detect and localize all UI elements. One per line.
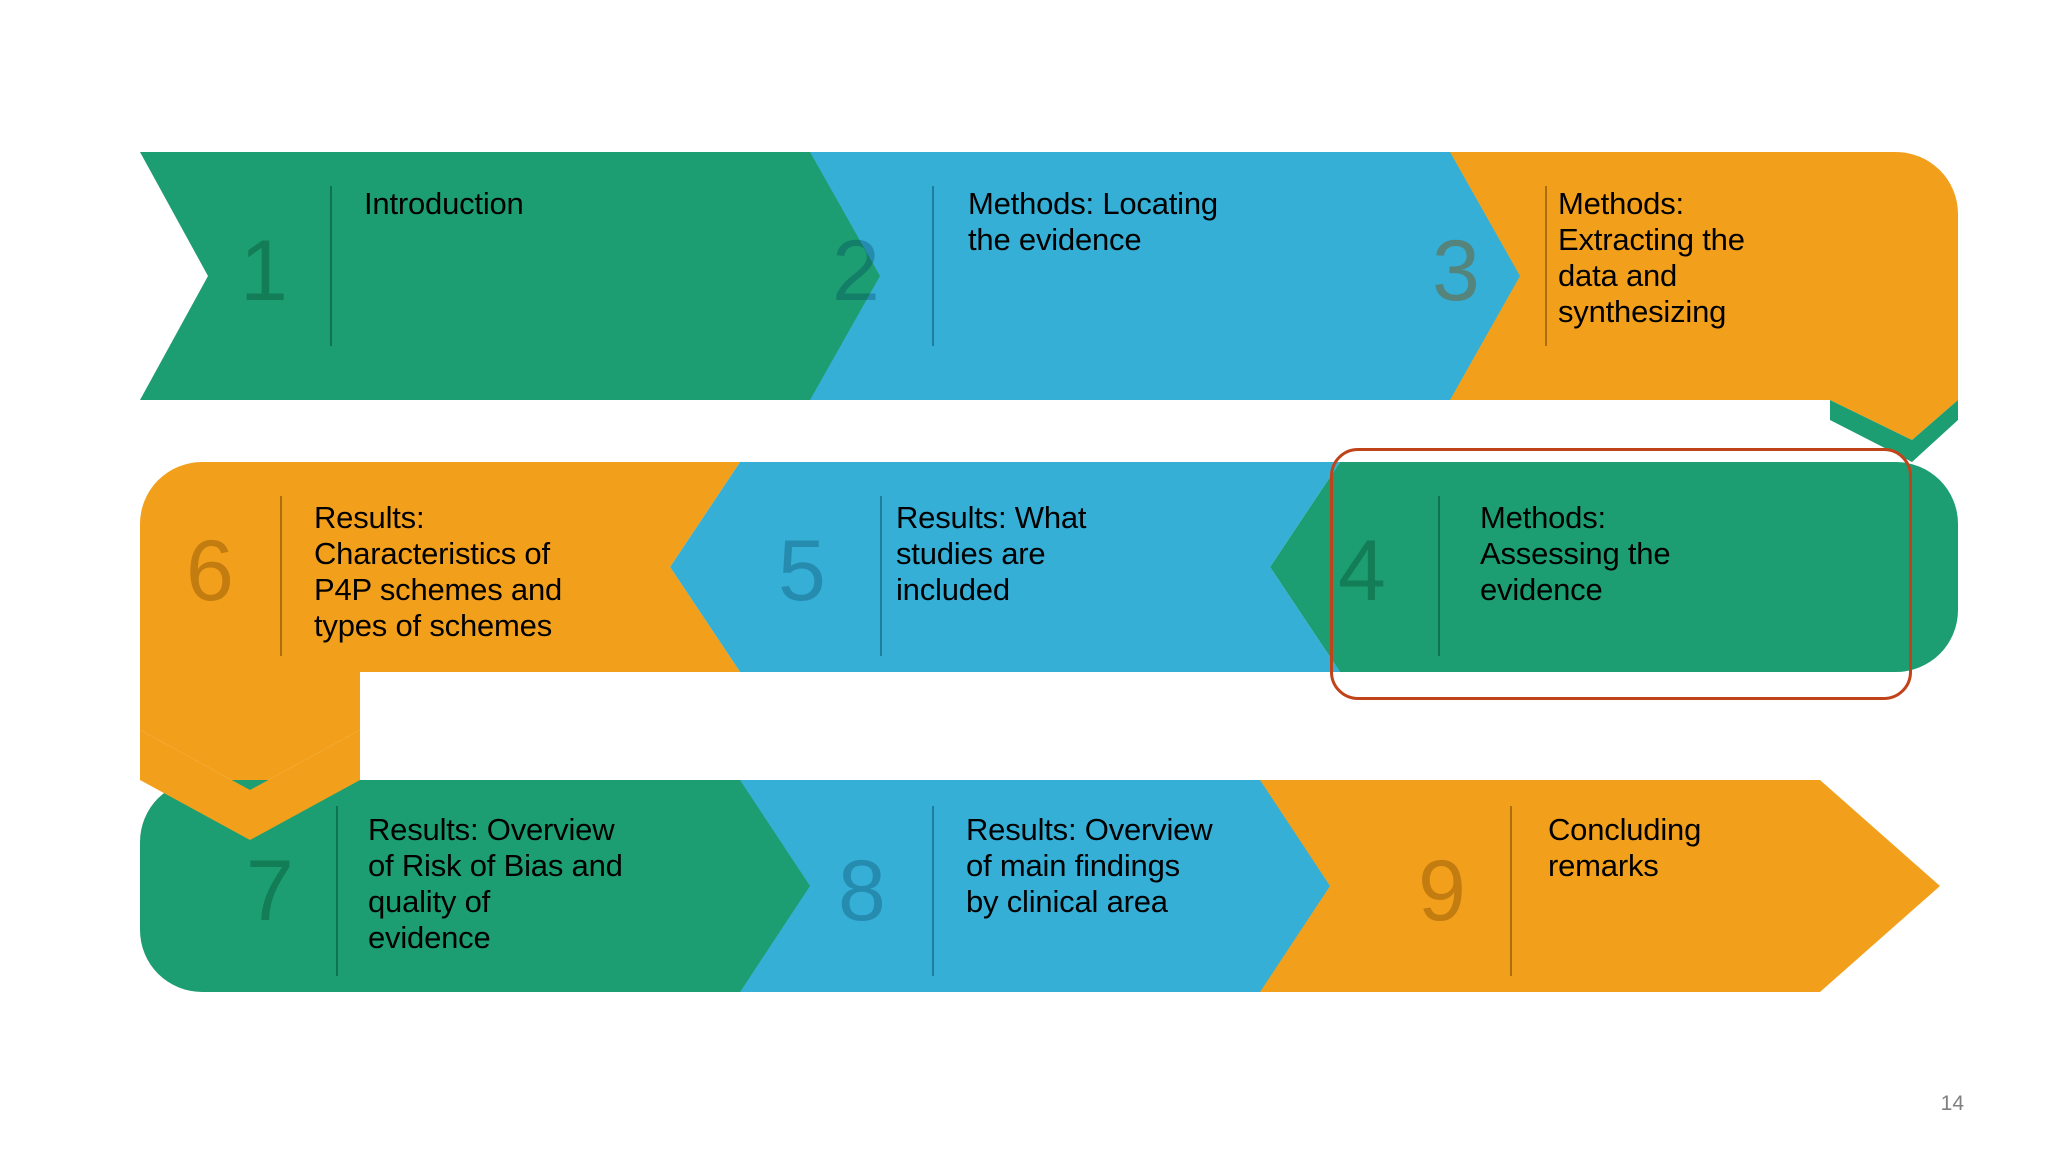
divider-step-8 [932, 806, 934, 976]
chevron-step-8[interactable] [740, 780, 1400, 992]
chevron-step-2[interactable] [740, 152, 1520, 400]
row1-row2-connector-green [1830, 400, 1958, 462]
step-number-7: 7 [246, 843, 294, 939]
divider-step-9 [1510, 806, 1512, 976]
step-label-7: Results: Overview of Risk of Bias and qu… [368, 812, 623, 955]
chevron-step-1[interactable] [140, 152, 880, 400]
step-label-4: Methods: Assessing the evidence [1480, 500, 1671, 607]
divider-step-1 [330, 186, 332, 346]
divider-step-7 [336, 806, 338, 976]
step-number-5: 5 [778, 523, 826, 619]
step-number-8: 8 [838, 843, 886, 939]
step-label-3: Methods: Extracting the data and synthes… [1558, 186, 1745, 329]
chevron-step-6[interactable] [140, 462, 740, 790]
chevron-step-5[interactable] [670, 462, 1340, 672]
divider-step-2 [932, 186, 934, 346]
divider-step-4 [1438, 496, 1440, 656]
step-number-2: 2 [832, 223, 880, 319]
step-number-3: 3 [1432, 223, 1480, 319]
divider-step-6 [280, 496, 282, 656]
step-label-2: Methods: Locating the evidence [968, 186, 1218, 257]
step-number-9: 9 [1418, 843, 1466, 939]
step-label-1: Introduction [364, 186, 524, 221]
step-label-9: Concluding remarks [1548, 812, 1702, 883]
page-number: 14 [1940, 1092, 1964, 1115]
step6-down-chevron-foot [140, 730, 360, 840]
step-label-8: Results: Overview of main findings by cl… [966, 812, 1213, 919]
step-number-4: 4 [1338, 523, 1386, 619]
divider-step-3 [1545, 186, 1547, 346]
step-number-1: 1 [240, 223, 288, 319]
chevron-step-9[interactable] [1260, 780, 1940, 992]
divider-step-5 [880, 496, 882, 656]
chevron-step-7[interactable] [140, 780, 880, 992]
step-number-6: 6 [186, 523, 234, 619]
step-label-5: Results: What studies are included [896, 500, 1087, 607]
chevron-step-4[interactable] [1270, 462, 1958, 672]
chevron-step-3[interactable] [1380, 152, 1958, 440]
step-label-6: Results: Characteristics of P4P schemes … [314, 500, 563, 643]
